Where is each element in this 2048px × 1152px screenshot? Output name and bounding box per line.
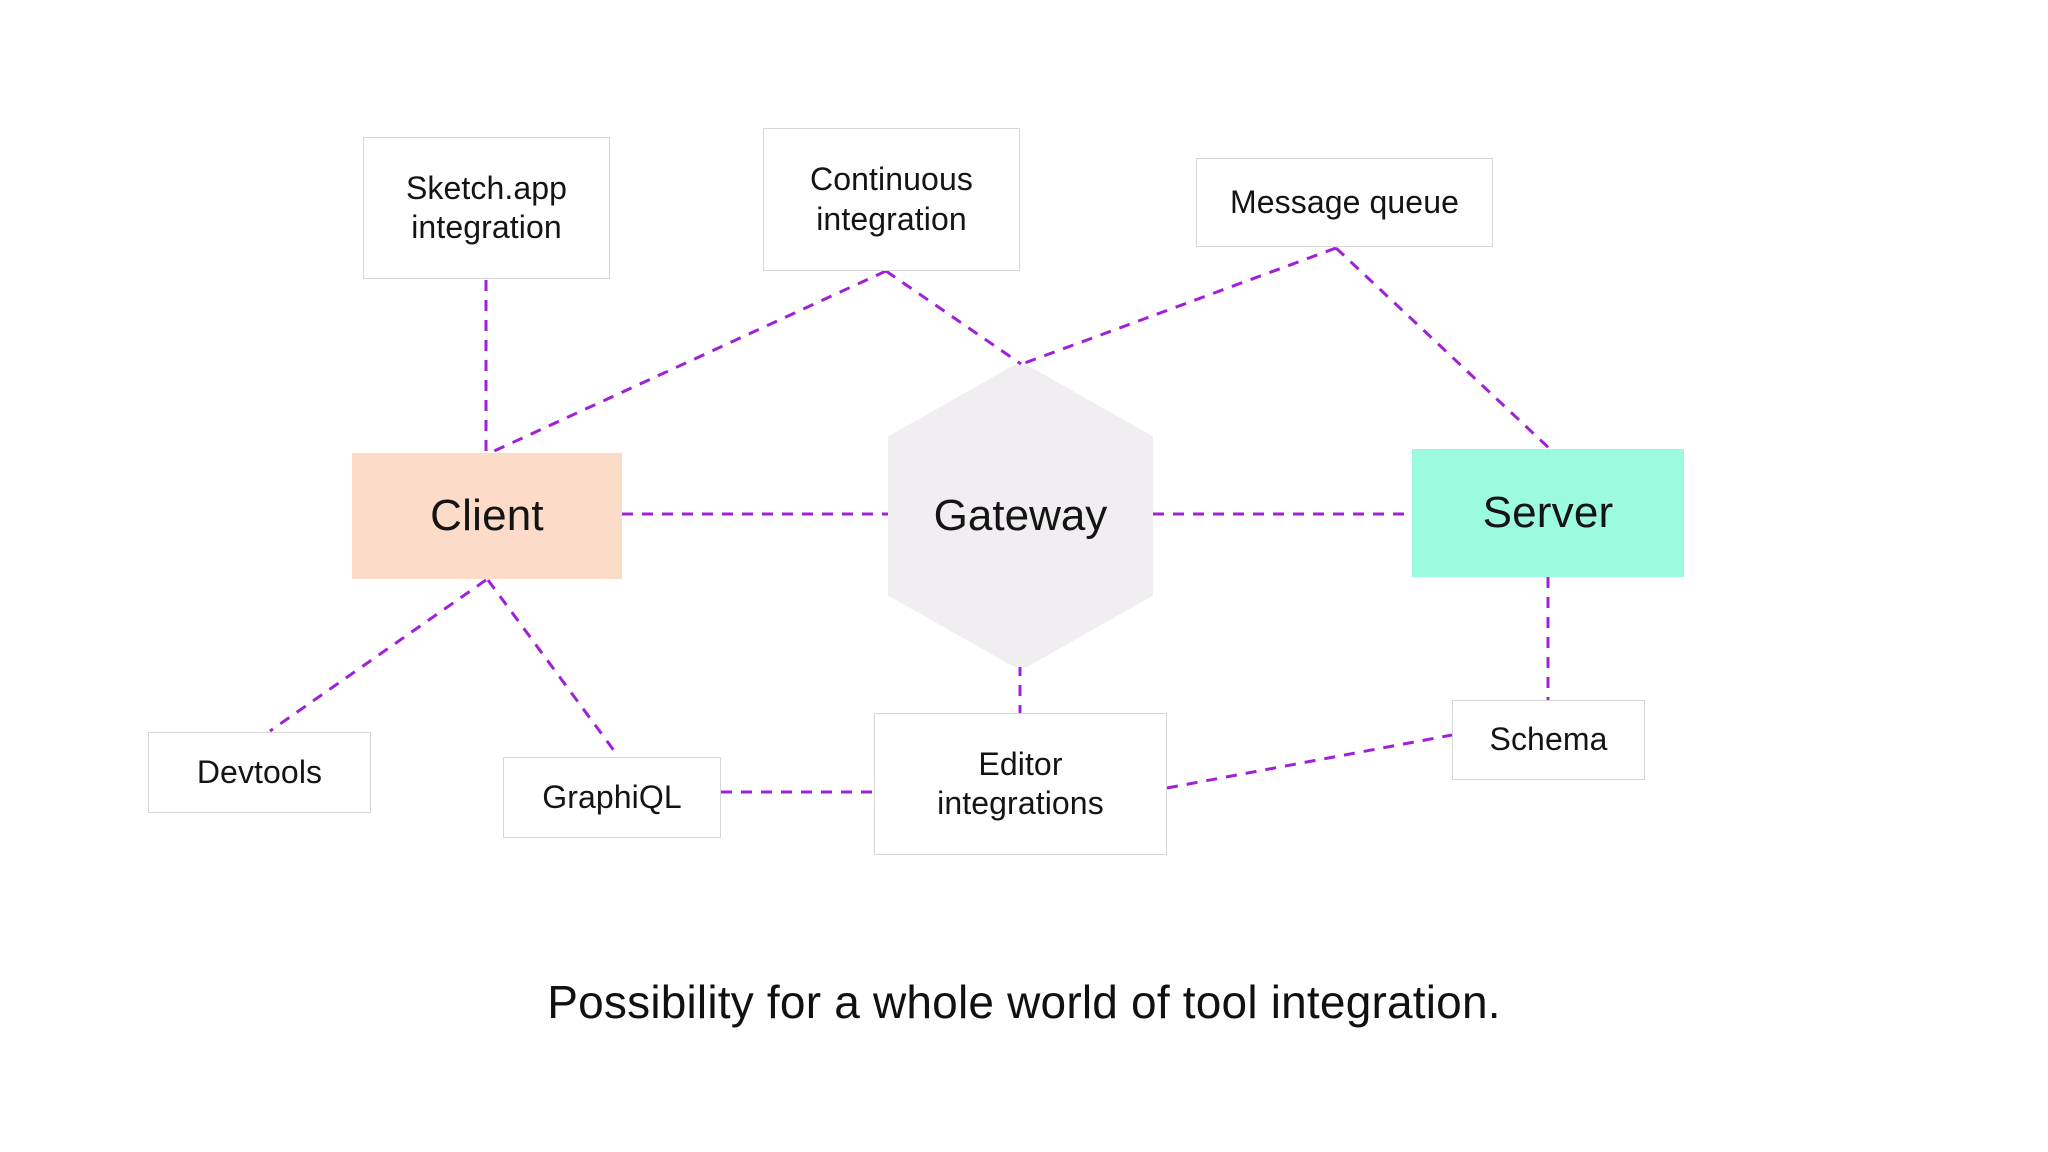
edge-editor-to-schema [1166,733,1453,790]
edge-ci-to-client [491,269,887,454]
node-label-server: Server [1482,488,1614,538]
edge-mq-to-gateway [1021,246,1337,366]
node-schema[interactable]: Schema [1452,700,1645,780]
node-sketch-app-integration[interactable]: Sketch.app integration [363,137,610,279]
node-label-devtools: Devtools [196,753,323,790]
hexagon-shape [888,365,1153,667]
edge-mq-to-server [1334,246,1552,451]
node-label-gateway: Gateway [933,491,1108,541]
node-label-schema: Schema [1489,721,1608,758]
node-gateway[interactable]: Gateway [888,365,1153,667]
node-label-sketch-app-integration: Sketch.app integration [405,169,568,245]
node-graphiql[interactable]: GraphiQL [503,757,721,838]
node-label-message-queue: Message queue [1229,183,1460,220]
node-label-editor-integrations: Editor integrations [937,745,1104,821]
node-editor-integrations[interactable]: Editor integrations [874,713,1167,855]
node-continuous-integration[interactable]: Continuous integration [763,128,1020,271]
node-devtools[interactable]: Devtools [148,732,371,813]
node-server[interactable]: Server [1412,449,1684,577]
node-message-queue[interactable]: Message queue [1196,158,1493,247]
node-label-client: Client [430,491,544,541]
diagram-caption: Possibility for a whole world of tool in… [547,976,1501,1028]
edge-ci-to-gateway [885,269,1022,366]
node-label-continuous-integration: Continuous integration [810,161,973,237]
node-client[interactable]: Client [352,453,622,579]
edge-client-to-graphiql [486,579,620,757]
edge-client-to-devtools [269,578,487,733]
node-label-graphiql: GraphiQL [542,778,682,815]
